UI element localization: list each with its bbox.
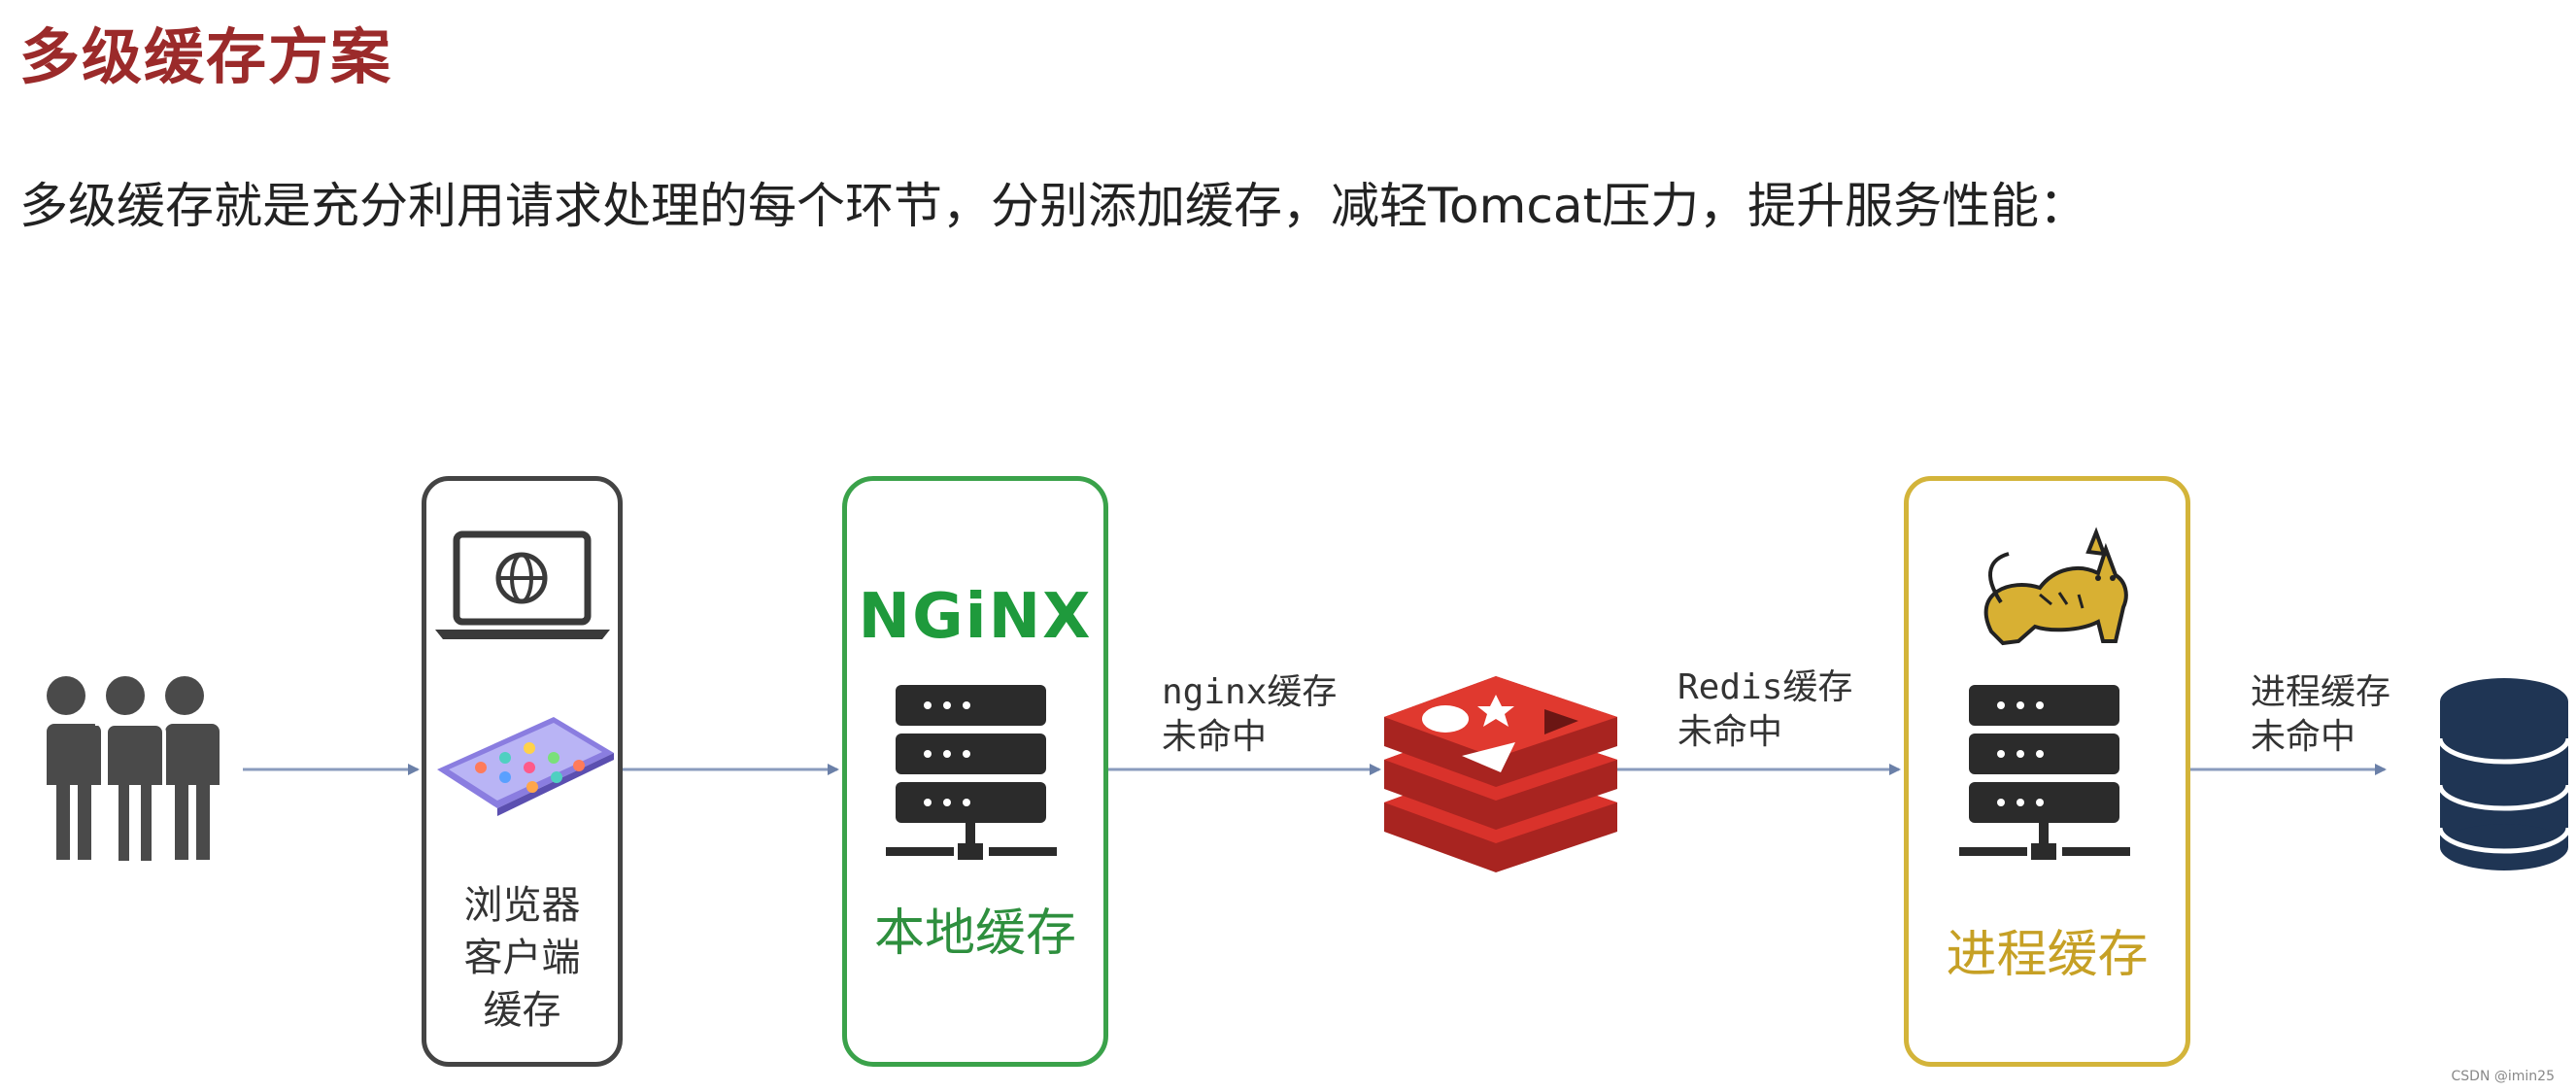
browser-label-line-1: 浏览器 (463, 883, 581, 928)
edge-label-nginx-miss: nginx缓存 未命中 (1162, 670, 1337, 760)
tomcat-icon (1983, 527, 2128, 646)
edge-label-redis-miss-line-1: Redis缓存 (1678, 667, 1853, 707)
redis-icon (1384, 676, 1617, 872)
edge-label-process-miss-line-1: 进程缓存 (2251, 672, 2391, 712)
browser-label-line-2: 客户端 (463, 936, 581, 980)
edge-label-process-miss: 进程缓存 未命中 (2251, 670, 2390, 760)
browser-cache-label: 浏览器 客户端 缓存 (422, 879, 623, 1037)
edge-label-process-miss-line-2: 未命中 (2251, 717, 2356, 757)
laptop-globe-icon (435, 530, 610, 639)
watermark: CSDN @imin25 (2451, 1069, 2555, 1084)
smartphone-icon (437, 717, 614, 816)
server-icon-nginx (886, 685, 1057, 860)
page-subtitle: 多级缓存就是充分利用请求处理的每个环节，分别添加缓存，减轻Tomcat压力，提升… (19, 178, 2088, 234)
nginx-logo-text: NGiNX (858, 581, 1093, 653)
nginx-cache-label: 本地缓存 (873, 904, 1076, 963)
edge-label-redis-miss: Redis缓存 未命中 (1678, 665, 1852, 755)
edge-label-nginx-miss-line-1: nginx缓存 (1162, 672, 1338, 712)
tomcat-cache-label: 进程缓存 (1946, 926, 2149, 984)
server-icon-tomcat (1959, 685, 2130, 860)
database-icon (2437, 678, 2571, 870)
users-icon (39, 672, 220, 865)
edge-label-nginx-miss-line-2: 未命中 (1162, 717, 1268, 757)
browser-label-line-3: 缓存 (483, 988, 561, 1033)
edge-label-redis-miss-line-2: 未命中 (1678, 712, 1783, 752)
page-title: 多级缓存方案 (19, 21, 393, 92)
